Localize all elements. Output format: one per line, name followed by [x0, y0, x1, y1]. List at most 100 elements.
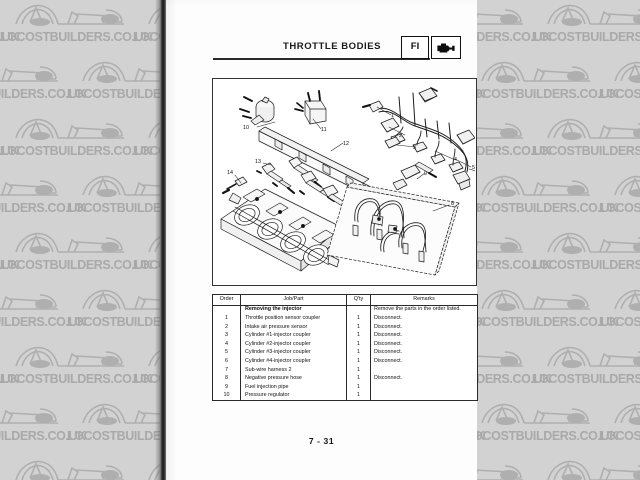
cell-remarks [371, 383, 478, 392]
watermark-text: LOCOSTBUILDERS.CO.UK [532, 144, 640, 158]
page-binding-gutter [160, 0, 166, 480]
watermark-text: LOCOSTBUILDERS.CO.UK [0, 30, 152, 44]
callout-4: 4 [454, 157, 457, 163]
locost-car-icon [547, 4, 640, 26]
cell-job: Cylinder #1-injector coupler [240, 331, 347, 341]
watermark-text: LOCOSTBUILDERS.CO.UK [532, 372, 640, 386]
locost-car-icon [481, 403, 590, 425]
sub-wire-harness-2 [362, 87, 475, 191]
watermark-tile: LOCOSTBUILDERS.CO.UK [532, 114, 640, 171]
section-icon-badge [431, 36, 461, 59]
cell-job: Intake air pressure sensor [240, 322, 347, 332]
cell-remarks: Disconnect. [374, 357, 403, 364]
callout-3: 3 [413, 145, 416, 151]
watermark-tile: LOCOSTBUILDERS.CO.UK [466, 171, 618, 228]
page-gutter-shadow [155, 0, 160, 480]
watermark-tile: LOCOSTBUILDERS.CO.UK [0, 57, 86, 114]
locost-car-icon [481, 61, 590, 83]
cell-qty: 1 [346, 322, 371, 332]
watermark-tile: LOCOSTBUILDERS.CO.UK [532, 342, 640, 399]
page-header: THROTTLE BODIES FI [212, 36, 477, 62]
locost-car-icon [614, 61, 640, 83]
cell-remarks: Disconnect. [374, 314, 403, 321]
cell-qty: 1 [346, 374, 371, 384]
cell-qty: 1 [346, 340, 371, 349]
cell-order [212, 305, 241, 315]
header-rule [213, 58, 430, 60]
watermark-text: LOCOSTBUILDERS.CO.UK [0, 144, 19, 158]
cell-qty: 1 [346, 314, 371, 323]
watermark-tile: LOCOSTBUILDERS.CO.UK [0, 456, 133, 480]
cell-order: 10 [212, 391, 241, 401]
cell-job: Pressure regulator [240, 391, 347, 401]
locost-car-icon [614, 289, 640, 311]
negative-pressure-hose-inset [326, 182, 460, 276]
throttle-position-sensor-assy [294, 90, 327, 125]
cell-job: Throttle position sensor coupler [240, 314, 347, 323]
watermark-text: LOCOSTBUILDERS.CO.UK [599, 429, 640, 443]
cell-order: 4 [212, 340, 241, 349]
section-code-label: FI [410, 41, 420, 52]
watermark-tile: LOCOSTBUILDERS.CO.UK [532, 0, 640, 57]
callout-5: 5 [472, 165, 475, 171]
callout-9: 9 [424, 171, 427, 177]
cell-remarks: Disconnect. [374, 323, 403, 330]
watermark-text: LOCOSTBUILDERS.CO.UK [0, 201, 86, 215]
page-number: 7 - 31 [308, 436, 335, 446]
callout-10: 10 [243, 125, 249, 131]
column-header-remarks: Remarks [370, 294, 478, 306]
throttle-body-bank [220, 188, 342, 272]
locost-car-icon [547, 460, 640, 480]
watermark-text: LOCOSTBUILDERS.CO.UK [599, 315, 640, 329]
callout-12: 12 [343, 141, 349, 147]
cell-remarks: Remove the parts in the order listed. [374, 306, 461, 313]
watermark-text: LOCOSTBUILDERS.CO.UK [0, 87, 86, 101]
watermark-text: LOCOSTBUILDERS.CO.UK [599, 201, 640, 215]
watermark-text: LOCOSTBUILDERS.CO.UK [532, 258, 640, 272]
watermark-text: LOCOSTBUILDERS.CO.UK [0, 258, 19, 272]
locost-car-icon [0, 66, 58, 82]
exploded-parts-diagram: 1 2 3 4 5 6 7 8 9 10 11 12 13 14 [212, 78, 477, 286]
watermark-tile: LOCOSTBUILDERS.CO.UK [0, 228, 152, 285]
watermark-tile: LOCOSTBUILDERS.CO.UK [0, 342, 152, 399]
watermark-text: LOCOSTBUILDERS.CO.UK [466, 87, 618, 101]
column-header-job: Job/Part [240, 294, 347, 306]
watermark-tile: LOCOSTBUILDERS.CO.UK [466, 285, 618, 342]
watermark-tile: LOCOSTBUILDERS.CO.UK [599, 399, 640, 456]
watermark-text: LOCOSTBUILDERS.CO.UK [0, 315, 86, 329]
manual-page: THROTTLE BODIES FI [166, 0, 478, 480]
cell-order: 6 [212, 357, 241, 366]
locost-car-icon [547, 232, 640, 254]
watermark-text: LOCOSTBUILDERS.CO.UK [599, 87, 640, 101]
column-header-order: Order [212, 294, 241, 306]
callout-11: 11 [321, 127, 327, 133]
cell-job: Fuel injection pipe [240, 383, 347, 392]
callout-8: 8 [451, 201, 454, 207]
watermark-tile: LOCOSTBUILDERS.CO.UK [0, 114, 152, 171]
locost-car-icon [15, 346, 124, 368]
cell-remarks: Disconnect. [374, 340, 403, 347]
watermark-tile: LOCOSTBUILDERS.CO.UK [466, 399, 618, 456]
callout-13: 13 [255, 159, 261, 165]
cell-job: Negative pressure hose [240, 374, 347, 384]
pressure-regulator [239, 96, 275, 126]
watermark-text: LOCOSTBUILDERS.CO.UK [0, 30, 19, 44]
locost-car-icon [15, 118, 124, 140]
cell-order: 1 [212, 314, 241, 323]
watermark-text: LOCOSTBUILDERS.CO.UK [532, 30, 640, 44]
engine-icon [437, 43, 455, 52]
cell-qty: 1 [346, 331, 371, 341]
watermark-tile: LOCOSTBUILDERS.CO.UK [466, 57, 618, 114]
watermark-tile: LOCOSTBUILDERS.CO.UK [0, 171, 86, 228]
cell-remarks: Disconnect. [374, 349, 403, 356]
watermark-text: LOCOSTBUILDERS.CO.UK [466, 315, 618, 329]
